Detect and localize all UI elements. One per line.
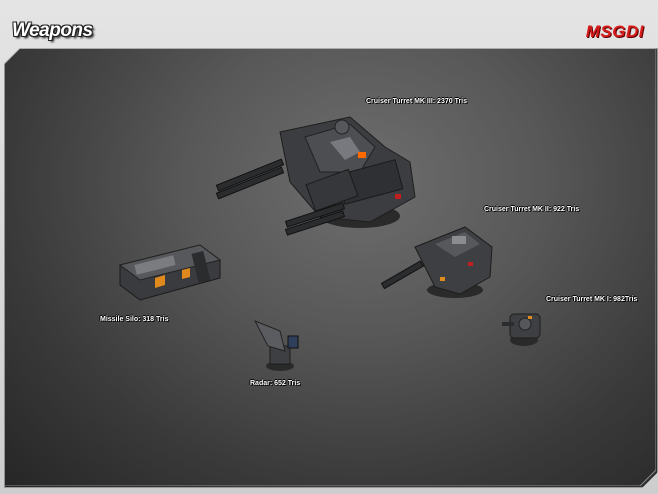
cruiser-turret-mk3-icon xyxy=(215,116,416,236)
missile-silo-icon xyxy=(118,244,222,301)
radar-icon xyxy=(253,320,299,371)
page-title: Weapons xyxy=(12,20,93,41)
item-label-radar: Radar: 652 Tris xyxy=(250,380,301,387)
cruiser-turret-mk1-icon xyxy=(502,313,541,346)
item-label-cruiser-mk3: Cruiser Turret MK III: 2370 Tris xyxy=(366,98,468,105)
cruiser-turret-mk2-icon xyxy=(380,226,493,298)
item-label-missile-silo: Missile Silo: 318 Tris xyxy=(100,316,169,323)
item-label-cruiser-mk1: Cruiser Turret MK I: 982Tris xyxy=(546,296,638,303)
brand-logo: MSGDI xyxy=(585,22,644,41)
item-label-cruiser-mk2: Cruiser Turret MK II: 922 Tris xyxy=(484,206,580,213)
